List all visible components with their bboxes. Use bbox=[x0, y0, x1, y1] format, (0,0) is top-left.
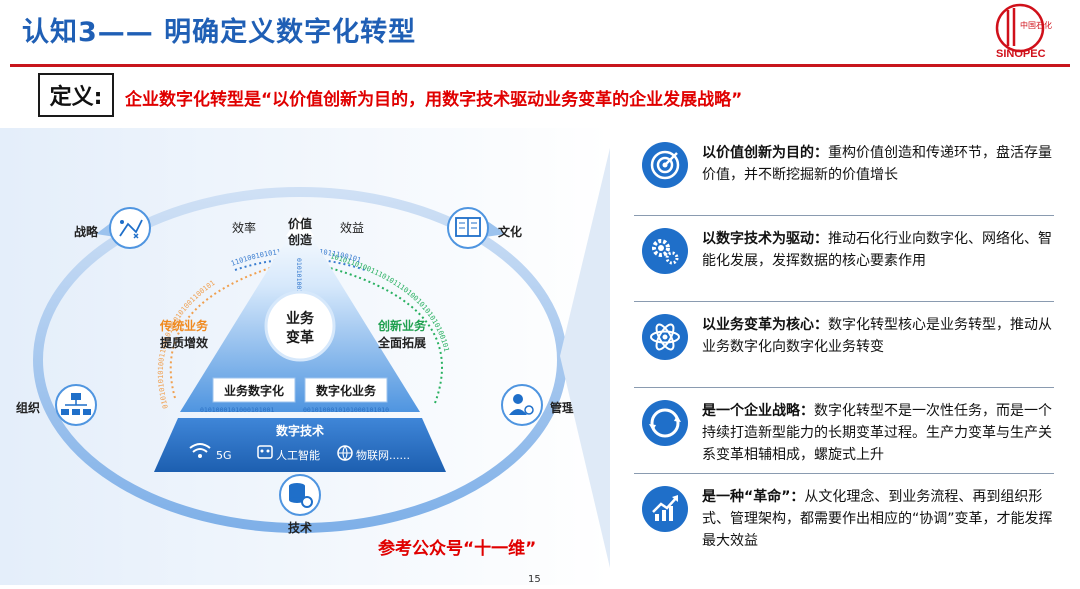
vertical-binary-text: 010101001010 bbox=[295, 258, 303, 305]
strategy-node bbox=[109, 207, 151, 249]
organization-label: 组织 bbox=[16, 400, 40, 415]
sinopec-logo: 中国石化 SINOPEC bbox=[990, 2, 1052, 60]
atom-icon bbox=[642, 314, 688, 360]
title-divider bbox=[10, 64, 1070, 67]
technology-node bbox=[279, 474, 321, 516]
logo-chinese-text: 中国石化 bbox=[1020, 20, 1052, 30]
strategy-label: 战略 bbox=[74, 224, 99, 239]
point-body: 数字化转型核心是业务转型，推动从业务数字化向数字化业务转变 bbox=[702, 317, 1052, 355]
manager-icon bbox=[509, 394, 534, 415]
base-title: 数字技术 bbox=[276, 423, 324, 438]
core-circle bbox=[264, 290, 336, 362]
culture-label: 文化 bbox=[498, 224, 522, 239]
reference-note: 参考公众号“十一维” bbox=[378, 539, 537, 559]
box-business-digitization bbox=[212, 377, 296, 403]
bottom-left-binary: 0101000101000101001 bbox=[200, 406, 274, 414]
point-business-core: 以业务变革为核心：数字化转型核心是业务转型，推动从业务数字化向数字化业务转变 bbox=[634, 302, 1054, 388]
strategy-icon bbox=[119, 219, 143, 239]
point-head: 是一种“革命”： bbox=[702, 489, 805, 505]
definition-text: 企业数字化转型是“以价值创新为目的，用数字技术驱动业务变革的企业发展战略” bbox=[125, 90, 743, 110]
page-number: 15 bbox=[528, 574, 541, 585]
tech-5g: 5G bbox=[216, 449, 232, 462]
box-digital-business bbox=[304, 377, 388, 403]
point-body: 数字化转型不是一次性任务，而是一个持续打造新型能力的长期变革过程。生产力变革与生… bbox=[702, 403, 1052, 463]
tech-ai: 人工智能 bbox=[276, 448, 320, 462]
transformation-diagram: 0101010101001100101010101001100101 10101… bbox=[0, 128, 610, 585]
core-line1: 业务 bbox=[286, 310, 315, 327]
globe-icon bbox=[337, 445, 353, 462]
point-digital-driver: 以数字技术为驱动：推动石化行业向数字化、网络化、智能化发展，发挥数据的核心要素作… bbox=[634, 216, 1054, 302]
cycle-icon bbox=[642, 400, 688, 446]
robot-icon bbox=[257, 445, 273, 459]
growth-chart-icon bbox=[642, 486, 688, 532]
point-head: 以业务变革为核心： bbox=[702, 317, 828, 333]
logo-wordmark: SINOPEC bbox=[996, 48, 1046, 60]
box-business-digitization-label: 业务数字化 bbox=[224, 383, 284, 398]
bottom-right-binary: 0010100010101000101010 bbox=[303, 406, 389, 414]
tech-iot: 物联网...... bbox=[356, 448, 410, 462]
pyramid-arrow-tip bbox=[286, 214, 314, 236]
point-revolution: 是一种“革命”：从文化理念、到业务流程、再到组织形式、管理架构，都需要作出相应的… bbox=[634, 474, 1054, 570]
label-efficiency: 效率 bbox=[232, 220, 256, 235]
innovative-business-label: 创新业务 bbox=[377, 318, 427, 333]
point-body: 重构价值创造和传递环节，盘活存量价值，并不断挖掘新的价值增长 bbox=[702, 145, 1052, 183]
page-title: 认知3—— 明确定义数字化转型 bbox=[22, 17, 417, 48]
left-binary-arc bbox=[169, 267, 271, 399]
point-head: 以数字技术为驱动： bbox=[702, 231, 828, 247]
target-icon bbox=[642, 142, 688, 188]
database-gear-icon bbox=[289, 483, 313, 508]
point-value-innovation: 以价值创新为目的：重构价值创造和传递环节，盘活存量价值，并不断挖掘新的价值增长 bbox=[634, 130, 1054, 216]
culture-node bbox=[447, 207, 489, 249]
right-binary-arc bbox=[329, 267, 443, 404]
traditional-business-label: 传统业务 bbox=[159, 318, 209, 333]
organization-node bbox=[55, 384, 97, 426]
digital-tech-base bbox=[154, 418, 446, 472]
point-enterprise-strategy: 是一个企业战略：数字化转型不是一次性任务，而是一个持续打造新型能力的长期变革过程… bbox=[634, 388, 1054, 474]
point-body: 推动石化行业向数字化、网络化、智能化发展，发挥数据的核心要素作用 bbox=[702, 231, 1052, 269]
point-body: 从文化理念、到业务流程、再到组织形式、管理架构，都需要作出相应的“协调”变革，才… bbox=[702, 489, 1053, 549]
label-value-line1: 价值 bbox=[288, 216, 312, 231]
box-digital-business-label: 数字化业务 bbox=[316, 383, 377, 398]
definition-label: 定义: bbox=[38, 73, 114, 117]
org-chart-icon bbox=[61, 393, 91, 415]
core-line2: 变革 bbox=[286, 329, 314, 346]
wifi-icon bbox=[189, 443, 211, 458]
management-node bbox=[501, 384, 543, 426]
technology-label: 技术 bbox=[288, 520, 312, 535]
label-benefit: 效益 bbox=[340, 220, 364, 235]
point-head: 是一个企业战略： bbox=[702, 403, 814, 419]
key-points-panel: 以价值创新为目的：重构价值创造和传递环节，盘活存量价值，并不断挖掘新的价值增长 … bbox=[634, 130, 1054, 570]
traditional-business-sub: 提质增效 bbox=[160, 335, 209, 350]
point-head: 以价值创新为目的： bbox=[702, 145, 828, 161]
management-label: 管理 bbox=[550, 400, 574, 415]
gears-icon bbox=[642, 228, 688, 274]
panel-connector bbox=[560, 148, 610, 568]
label-value-line2: 创造 bbox=[287, 232, 313, 247]
book-icon bbox=[455, 217, 481, 237]
innovative-business-sub: 全面拓展 bbox=[377, 335, 426, 350]
